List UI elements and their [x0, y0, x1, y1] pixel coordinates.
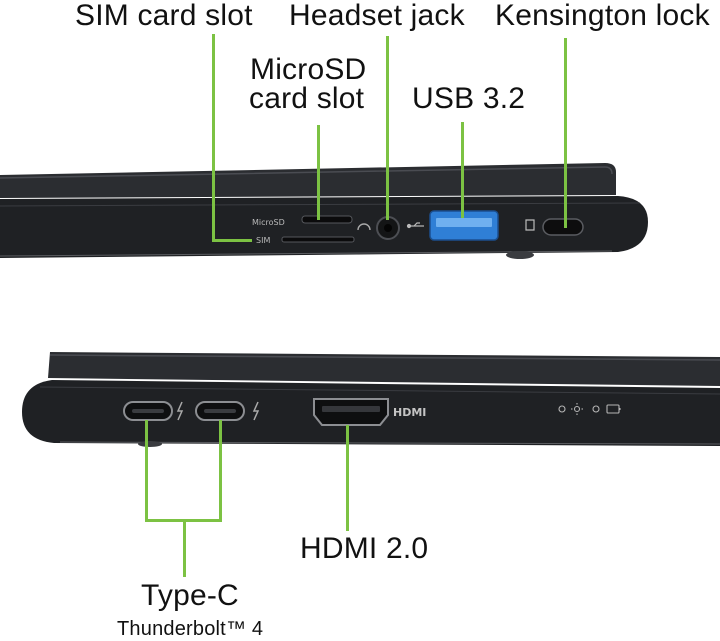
- sim-engraving: SIM: [256, 236, 270, 245]
- headset-callout-line: [386, 36, 389, 220]
- type-c-stem: [183, 519, 186, 577]
- type-c-label: Type-C: [141, 579, 239, 612]
- microsd-engraving: MicroSD: [252, 218, 285, 227]
- sim-callout-line: [212, 34, 215, 242]
- usb-callout-line: [461, 122, 464, 218]
- usb-symbol-icon: [406, 222, 424, 229]
- thunderbolt-icon-2: [252, 401, 260, 421]
- hdmi-engraving: HDMI: [393, 406, 426, 419]
- sim-callout-foot: [212, 239, 252, 242]
- hdmi-label: HDMI 2.0: [300, 532, 429, 565]
- microsd-label-line2: card slot: [249, 82, 365, 115]
- hdmi-callout-line: [346, 425, 349, 531]
- microsd-slot-shape: [301, 215, 353, 224]
- type-c-2-callout-line: [219, 420, 222, 522]
- microsd-callout-line: [317, 125, 320, 220]
- status-led-icons: [558, 403, 621, 415]
- thunderbolt-icon-1: [176, 401, 184, 421]
- kensington-slot-shape: [542, 218, 584, 236]
- type-c-1-callout-line: [145, 420, 148, 522]
- microsd-label-line1: MicroSD: [250, 53, 367, 86]
- kensington-lock-label: Kensington lock: [495, 0, 710, 32]
- sim-slot-shape: [281, 236, 355, 243]
- kensington-callout-line: [564, 38, 567, 228]
- thunderbolt-label: Thunderbolt™ 4: [117, 618, 264, 640]
- sim-card-slot-label: SIM card slot: [75, 0, 253, 32]
- headset-jack-label: Headset jack: [289, 0, 465, 32]
- usb-label: USB 3.2: [412, 82, 526, 115]
